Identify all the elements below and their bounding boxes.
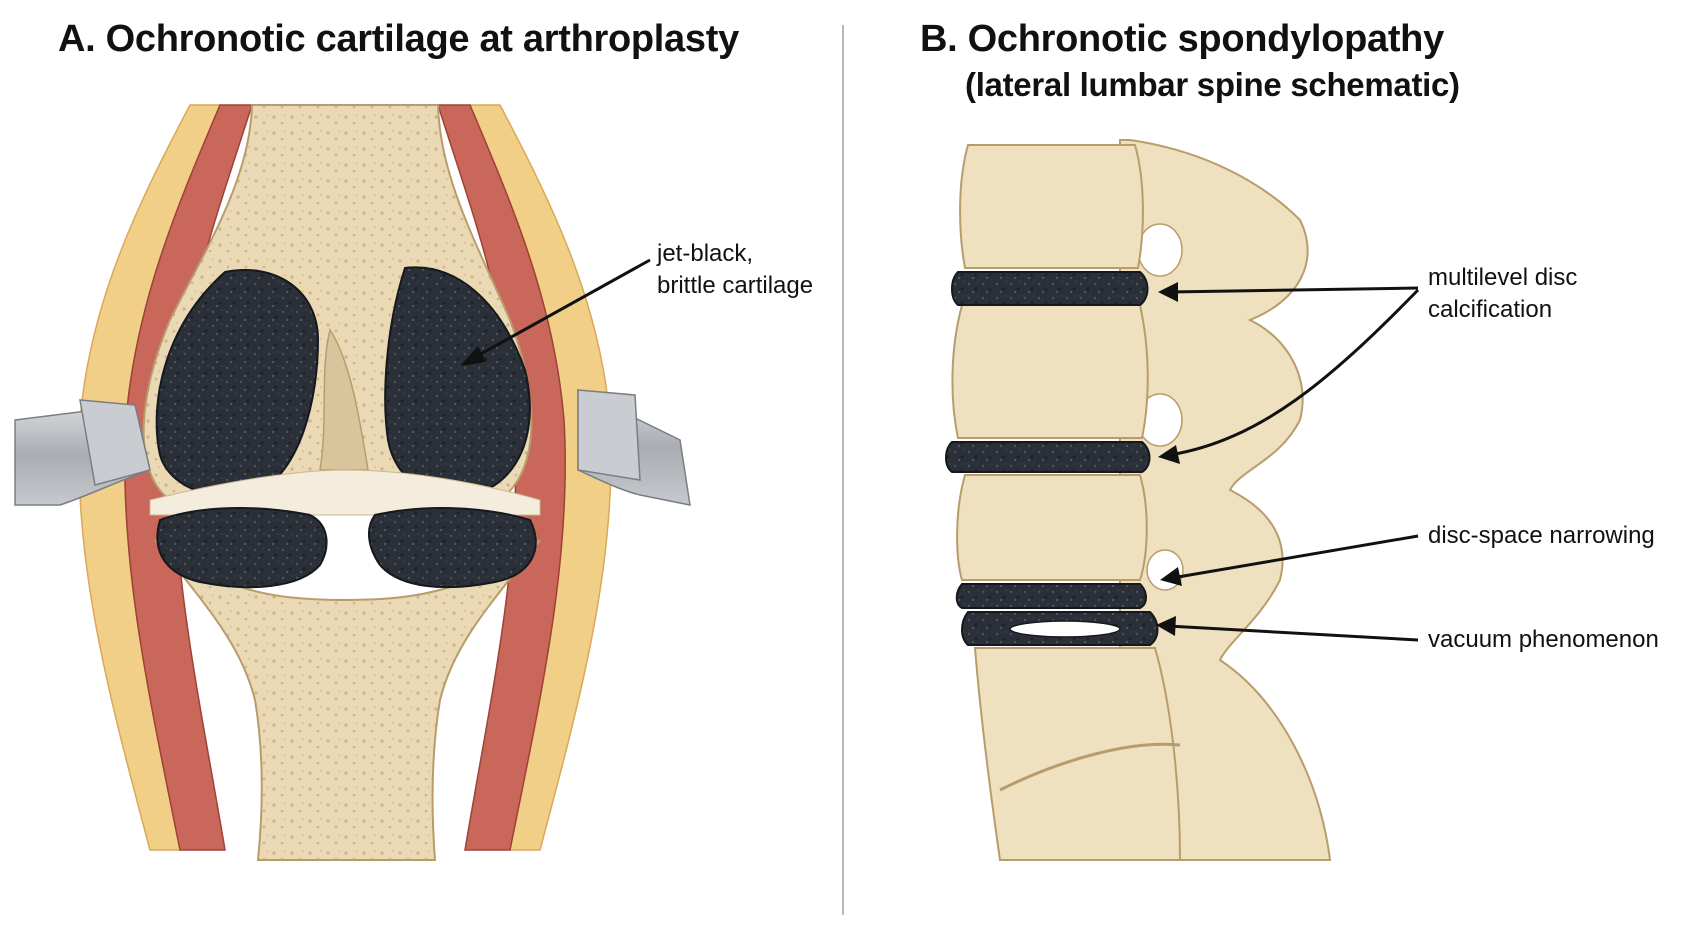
intercondylar-notch bbox=[319, 328, 369, 471]
arrow-to-disc-calcification-lower bbox=[1158, 288, 1420, 464]
surgical-retractor-icon bbox=[577, 388, 691, 506]
sacrum-outline bbox=[999, 742, 1181, 792]
posterior-elements bbox=[1119, 139, 1332, 861]
calcified-disc bbox=[945, 441, 1151, 473]
knee-joint-illustration bbox=[14, 104, 691, 861]
callout-disc-calcification-line1: multilevel disc bbox=[1428, 264, 1578, 291]
medial-tibial-plateau-cartilage bbox=[368, 507, 537, 589]
lumbar-spine-illustration bbox=[945, 139, 1420, 861]
callout-disc-calcification: multilevel disc calcification bbox=[1428, 262, 1577, 326]
vacuum-gas-cleft bbox=[1009, 620, 1121, 638]
neural-foramen bbox=[1137, 223, 1183, 277]
panel-b-title: B. Ochronotic spondylopathy bbox=[920, 18, 1444, 60]
vertebral-body bbox=[956, 474, 1148, 581]
callout-black-cartilage-line2: brittle cartilage bbox=[657, 272, 814, 299]
callout-disc-space-narrowing: disc-space narrowing bbox=[1428, 522, 1655, 549]
vertebral-body bbox=[951, 304, 1149, 439]
panel-divider bbox=[842, 25, 844, 915]
panel-a-title: A. Ochronotic cartilage at arthroplasty bbox=[58, 18, 739, 60]
tibia-bone bbox=[154, 539, 541, 861]
vertebral-body bbox=[973, 647, 1182, 861]
callout-vacuum-phenomenon: vacuum phenomenon bbox=[1428, 626, 1659, 653]
lateral-tibial-plateau-cartilage bbox=[156, 507, 328, 589]
panel-b-subtitle: (lateral lumbar spine schematic) bbox=[965, 66, 1460, 103]
calcified-disc bbox=[951, 271, 1149, 306]
callout-disc-calcification-line2: calcification bbox=[1428, 296, 1553, 323]
narrowed-calcified-disc bbox=[955, 583, 1147, 609]
callout-black-cartilage: jet-black, brittle cartilage bbox=[657, 238, 813, 302]
arrow-to-vacuum-phenomenon bbox=[1156, 616, 1419, 642]
vertebral-body bbox=[959, 144, 1144, 269]
arrow-to-disc-calcification-upper bbox=[1158, 282, 1419, 302]
surgical-retractor-icon bbox=[14, 399, 151, 506]
joint-space bbox=[149, 469, 541, 516]
arrow-to-disc-space-narrowing bbox=[1160, 534, 1419, 586]
arrow-to-black-cartilage bbox=[460, 258, 651, 366]
callout-black-cartilage-line1: jet-black, bbox=[657, 240, 754, 267]
